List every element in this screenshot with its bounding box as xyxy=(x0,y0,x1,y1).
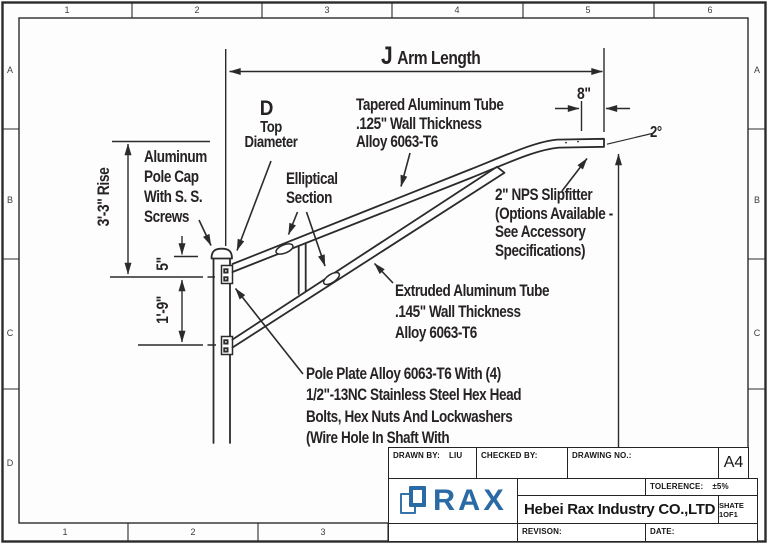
date-cell: DATE: xyxy=(645,523,758,542)
elliptical-section-note: Elliptical Section xyxy=(286,170,338,207)
titleblock-empty-cell xyxy=(517,478,646,496)
arm-length-symbol: J xyxy=(381,42,393,70)
zone-right-c: C xyxy=(753,328,761,338)
arm-length-label: J Arm Length xyxy=(381,42,481,71)
zone-top-4: 4 xyxy=(454,5,460,15)
elliptical-section-lower xyxy=(322,271,341,286)
zone-top-6: 6 xyxy=(707,5,713,15)
zone-bottom-2: 2 xyxy=(190,527,196,537)
checked-by-label: CHECKED BY: xyxy=(481,451,538,460)
revision-label: REVISON: xyxy=(522,527,562,536)
arm-length-text: Arm Length xyxy=(397,47,481,68)
rax-logo-icon xyxy=(400,486,427,516)
pole-plate-note: Pole Plate Alloy 6063-T6 With (4) 1/2"-1… xyxy=(306,365,522,448)
elliptical-leader-2 xyxy=(305,211,326,267)
paper-size-value: A4 xyxy=(723,454,744,471)
dim-1ft9-label: 1'-9" xyxy=(153,296,172,324)
drawn-by-value: LIU xyxy=(448,451,463,460)
tapered-tube xyxy=(231,137,605,273)
extruded-leader xyxy=(373,262,394,284)
titleblock-checked-by-cell: CHECKED BY: xyxy=(476,447,568,479)
zone-right-b: B xyxy=(753,195,761,205)
zone-bottom-3: 3 xyxy=(320,527,326,537)
tapered-leader xyxy=(400,152,411,187)
zone-top-2: 2 xyxy=(194,5,200,15)
elliptical-section-upper xyxy=(275,243,294,255)
leader-arrows xyxy=(198,152,588,375)
dim-2deg-label: 2° xyxy=(650,124,662,141)
zone-top-5: 5 xyxy=(585,5,591,15)
tolerance-cell: TOLERENCE: ±5% xyxy=(645,478,758,496)
pole-cap xyxy=(210,247,233,260)
two-degree-line xyxy=(606,132,653,145)
zone-left-a: A xyxy=(6,65,14,75)
titleblock-drawing-no-cell: DRAWING NO.: xyxy=(567,447,719,479)
slipfitter-note: 2" NPS Slipfitter (Options Available - S… xyxy=(495,186,613,260)
pole-cap-note: Aluminum Pole Cap With S. S. Screws xyxy=(144,148,207,226)
pole-plate-leader xyxy=(234,288,304,375)
truss-strut xyxy=(297,242,307,295)
pole-cap-leader xyxy=(198,219,212,246)
rise-dim-label: 3'-3" Rise xyxy=(94,167,113,227)
tolerance-label: TOLERENCE: xyxy=(650,482,704,491)
top-diameter-symbol: D xyxy=(259,97,274,120)
extruded-tube-note: Extruded Aluminum Tube .145" Wall Thickn… xyxy=(395,282,550,343)
upper-pole-plate xyxy=(220,264,234,285)
lower-pole-plate xyxy=(220,335,234,356)
dim-8in-label: 8" xyxy=(577,84,591,103)
drawing-no-label: DRAWING NO.: xyxy=(572,451,632,460)
zone-top-3: 3 xyxy=(324,5,330,15)
tolerance-value: ±5% xyxy=(712,482,729,491)
titleblock-empty-bottom-cell xyxy=(388,523,518,542)
zone-bottom-1: 1 xyxy=(62,527,68,537)
company-name: Hebei Rax Industry CO.,LTD xyxy=(524,501,716,518)
revision-cell: REVISON: xyxy=(517,523,646,542)
rax-logo-text: RAX xyxy=(433,484,508,517)
top-diameter-text: Top Diameter xyxy=(244,119,298,152)
zone-top-1: 1 xyxy=(64,5,70,15)
dim-5in-label: 5" xyxy=(153,257,172,271)
company-name-cell: Hebei Rax Industry CO.,LTD xyxy=(517,495,719,524)
titleblock-drawn-by-cell: DRAWN BY: LIU xyxy=(388,447,477,479)
zone-left-b: B xyxy=(6,195,14,205)
drawn-by-label: DRAWN BY: xyxy=(393,451,440,460)
date-label: DATE: xyxy=(650,527,675,536)
pole-and-arm-linework xyxy=(210,137,605,444)
paper-size-cell: A4 xyxy=(718,447,749,479)
extruded-tube xyxy=(231,165,506,349)
dimension-lines xyxy=(110,48,653,447)
sheet-number-cell: SHATE 1OF1 xyxy=(718,495,758,524)
zone-left-c: C xyxy=(6,328,14,338)
tapered-tube-note: Tapered Aluminum Tube .125" Wall Thickne… xyxy=(356,96,504,152)
top-diameter-leader xyxy=(236,160,272,251)
bolt-heads xyxy=(223,140,579,353)
logo-cell: RAX xyxy=(388,478,518,524)
elliptical-leader-1 xyxy=(287,211,299,235)
zone-right-a: A xyxy=(753,65,761,75)
zone-left-d: D xyxy=(6,458,14,468)
sheet-number: SHATE 1OF1 xyxy=(719,500,744,519)
slipfitter-leader xyxy=(561,158,588,192)
rax-logo: RAX xyxy=(389,479,517,523)
